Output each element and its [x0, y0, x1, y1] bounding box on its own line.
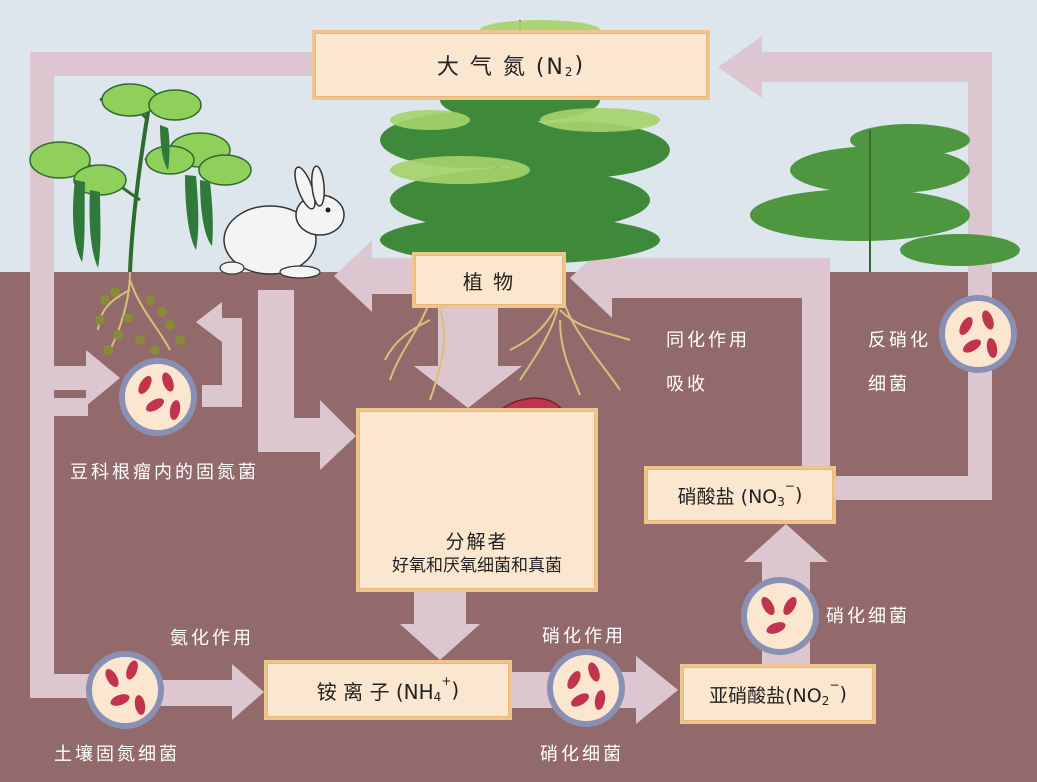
label-legume-bacteria: 豆科根瘤内的固氮菌 — [70, 458, 259, 484]
nitrate-close: ) — [795, 484, 802, 506]
bacteria-circle-denitrify — [942, 298, 1014, 370]
label-denitrify-2: 细菌 — [868, 370, 910, 396]
arrow-right-vertical — [968, 52, 992, 500]
arrow-decomposer-down — [414, 592, 466, 626]
label-soil-fixing-bacteria: 土壤固氮细菌 — [54, 740, 180, 766]
nitrate-superscript: − — [785, 479, 795, 493]
arrow-left-bottom — [30, 674, 90, 698]
label-nitrifying-bacteria-lower: 硝化细菌 — [540, 740, 624, 766]
arrow-plant-down — [438, 306, 498, 368]
label-nitrification: 硝化作用 — [542, 622, 626, 648]
arrow-atmosphere-left-top — [30, 52, 314, 76]
node-decomposer: 分解者 好氧和厌氧细菌和真菌 — [356, 408, 598, 592]
node-plant: 植 物 — [412, 252, 566, 308]
decomposer-subtitle: 好氧和厌氧细菌和真菌 — [392, 555, 562, 577]
ammonium-close: ) — [451, 678, 459, 702]
arrow-left-branch — [48, 398, 88, 416]
nitrate-text: 硝酸盐 (NO — [678, 482, 778, 509]
decomposer-text: 分解者 好氧和厌氧细菌和真菌 — [392, 530, 562, 577]
decomposer-title: 分解者 — [392, 530, 562, 555]
ammonium-superscript: + — [441, 674, 451, 688]
arrow-to-legume — [30, 366, 88, 390]
nitrite-close: ) — [839, 683, 846, 705]
label-ammonification: 氨化作用 — [170, 624, 254, 650]
bacteria-circle-legume — [122, 361, 194, 433]
plant-text: 植 物 — [463, 266, 515, 295]
label-nitrifying-bacteria-upper: 硝化细菌 — [826, 602, 910, 628]
label-assimilation: 同化作用 — [666, 326, 750, 352]
atmosphere-subscript: 2 — [565, 65, 575, 79]
ammonium-text: 铵 离 子 (NH — [317, 676, 434, 705]
nitrite-superscript: − — [829, 678, 839, 692]
ammonium-subscript: 4 — [434, 690, 442, 704]
nitrite-subscript: 2 — [822, 694, 830, 708]
bacteria-circle-nitrification — [550, 652, 622, 724]
atmosphere-text: 大 气 氮 (N — [437, 49, 565, 81]
atmosphere-close: ) — [575, 53, 586, 78]
bacteria-circle-soil — [89, 654, 161, 726]
arrow-right-top — [760, 52, 992, 82]
arrow-legume-up — [222, 318, 242, 407]
label-denitrify-1: 反硝化 — [868, 326, 931, 352]
arrow-rabbit-right — [258, 418, 328, 452]
arrow-to-plant — [610, 258, 830, 298]
label-absorption: 吸收 — [666, 370, 708, 396]
nitrate-subscript: 3 — [777, 495, 785, 509]
bacteria-circle-nitrite — [744, 580, 816, 652]
arrow-fixing-to-ammonium — [158, 680, 234, 706]
nitrite-text: 亚硝酸盐(NO — [709, 681, 822, 708]
